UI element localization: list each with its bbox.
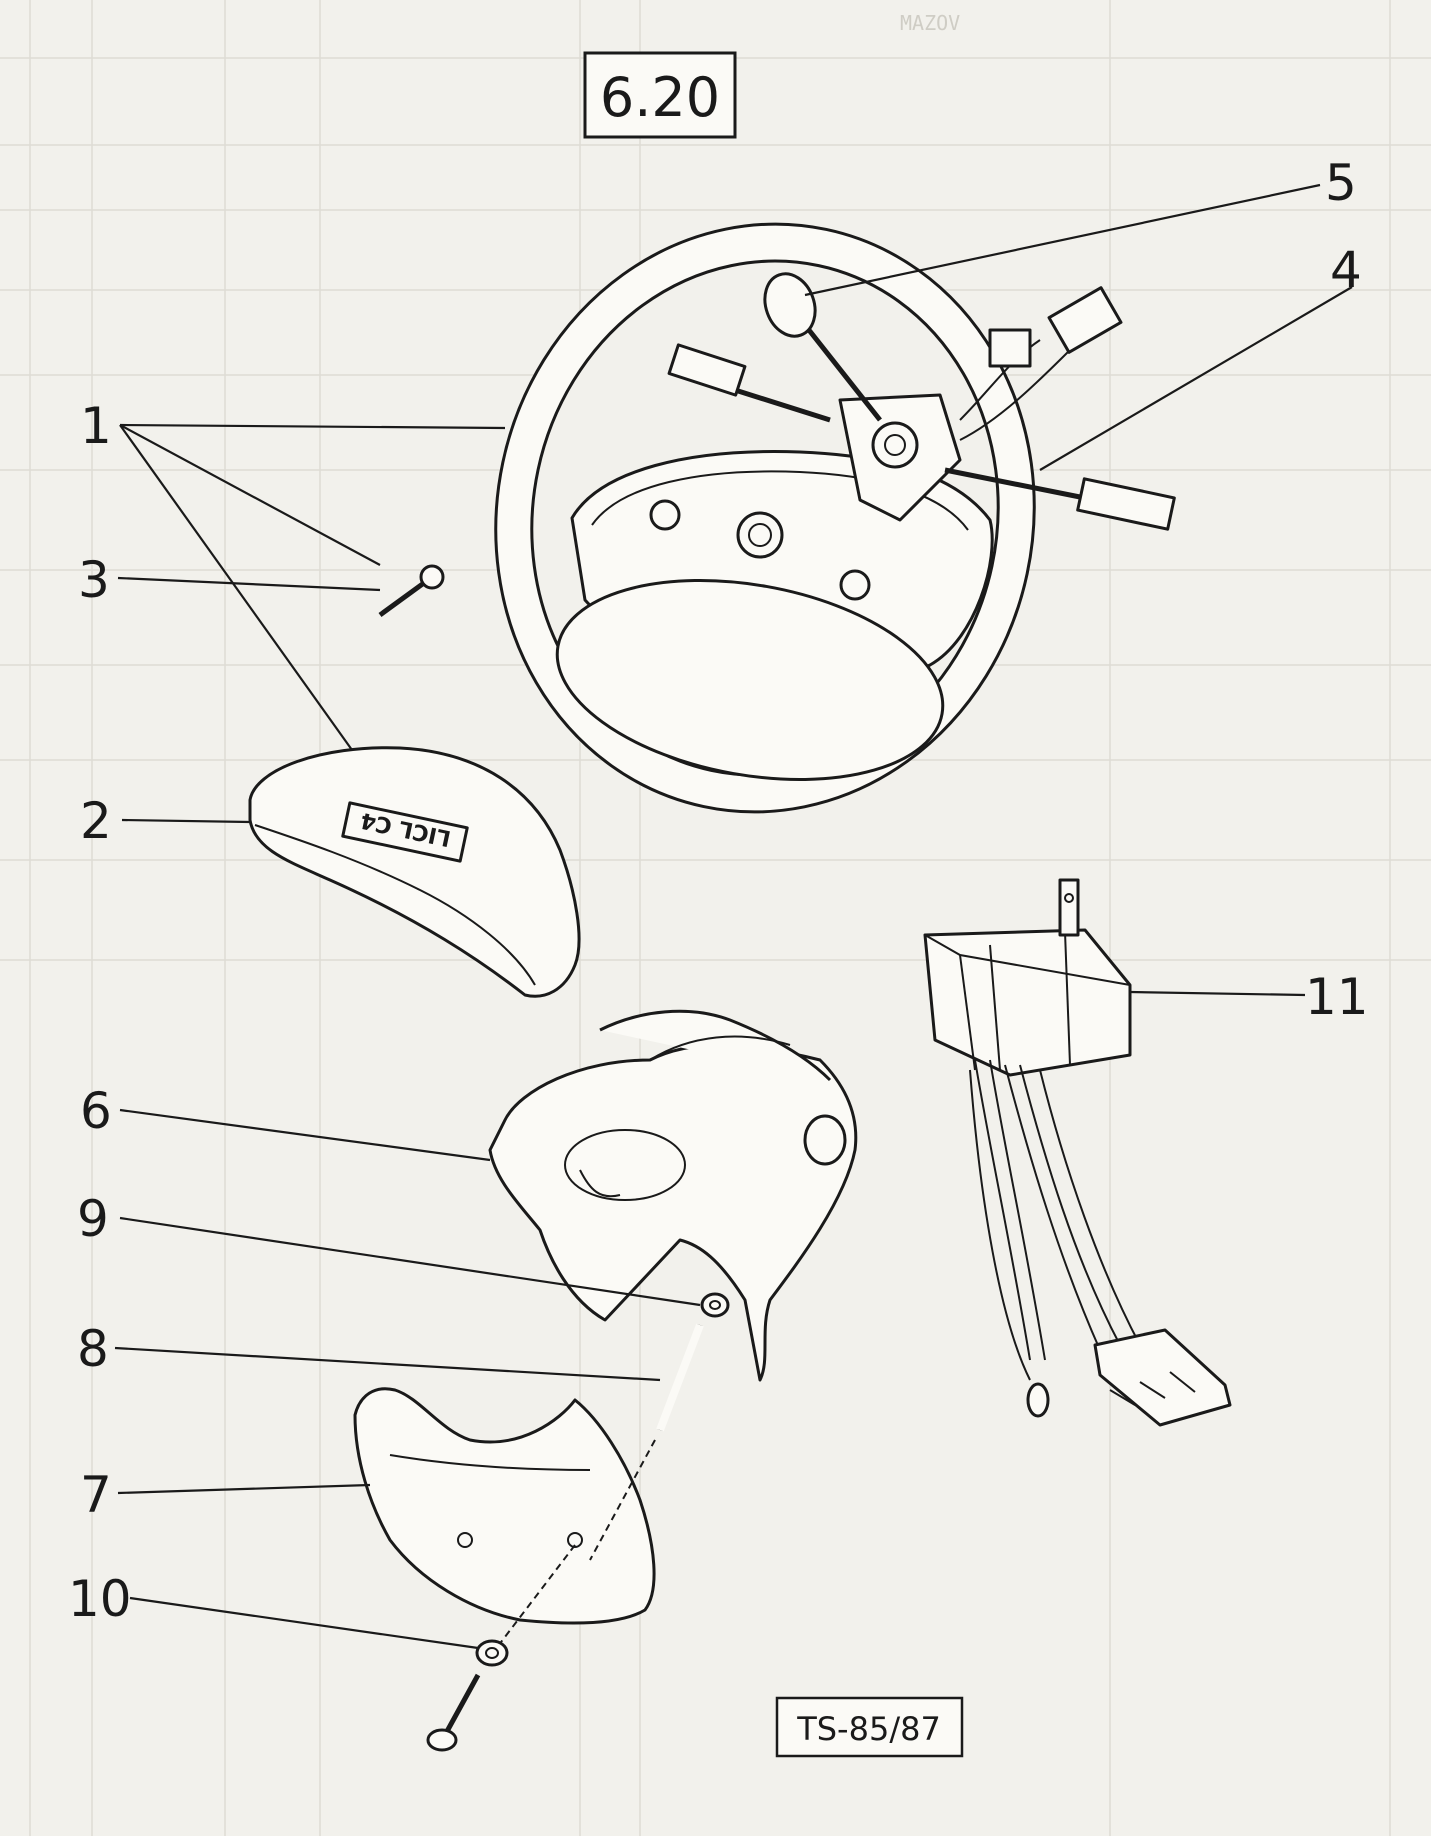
callout-11: 11: [1305, 968, 1369, 1026]
diagram-title: 6.20: [600, 66, 720, 129]
callout-8: 8: [77, 1320, 109, 1378]
leader-lines: [114, 183, 1353, 1650]
reference-code: TS-85/87: [796, 1710, 941, 1748]
assembly-axis-lower: [494, 1544, 576, 1651]
callout-3: 3: [78, 551, 110, 609]
callout-1: 1: [80, 397, 112, 455]
screw-3: [378, 564, 445, 618]
nut-9: [700, 1292, 730, 1318]
callout-10: 10: [68, 1570, 132, 1628]
faint-header: MAZOV: [900, 11, 960, 35]
reference-box: TS-85/87: [775, 1696, 964, 1758]
combination-switch: [923, 878, 1232, 1427]
callout-7: 7: [80, 1466, 112, 1524]
title-box: 6.20: [583, 51, 737, 139]
washer-10: [475, 1639, 509, 1667]
callout-2: 2: [80, 792, 112, 850]
screw-10: [426, 1673, 481, 1752]
callout-9: 9: [77, 1190, 109, 1248]
upper-shroud: [488, 1009, 858, 1382]
horn-pad: LICL C4: [248, 746, 581, 998]
callout-6: 6: [80, 1082, 112, 1140]
stud-8: [656, 1323, 704, 1432]
lower-shroud: [353, 1387, 656, 1625]
assembly-axis-upper: [589, 1439, 656, 1561]
callout-5: 5: [1325, 154, 1357, 212]
steering-wheel: [494, 222, 1176, 814]
callout-4: 4: [1330, 241, 1362, 299]
